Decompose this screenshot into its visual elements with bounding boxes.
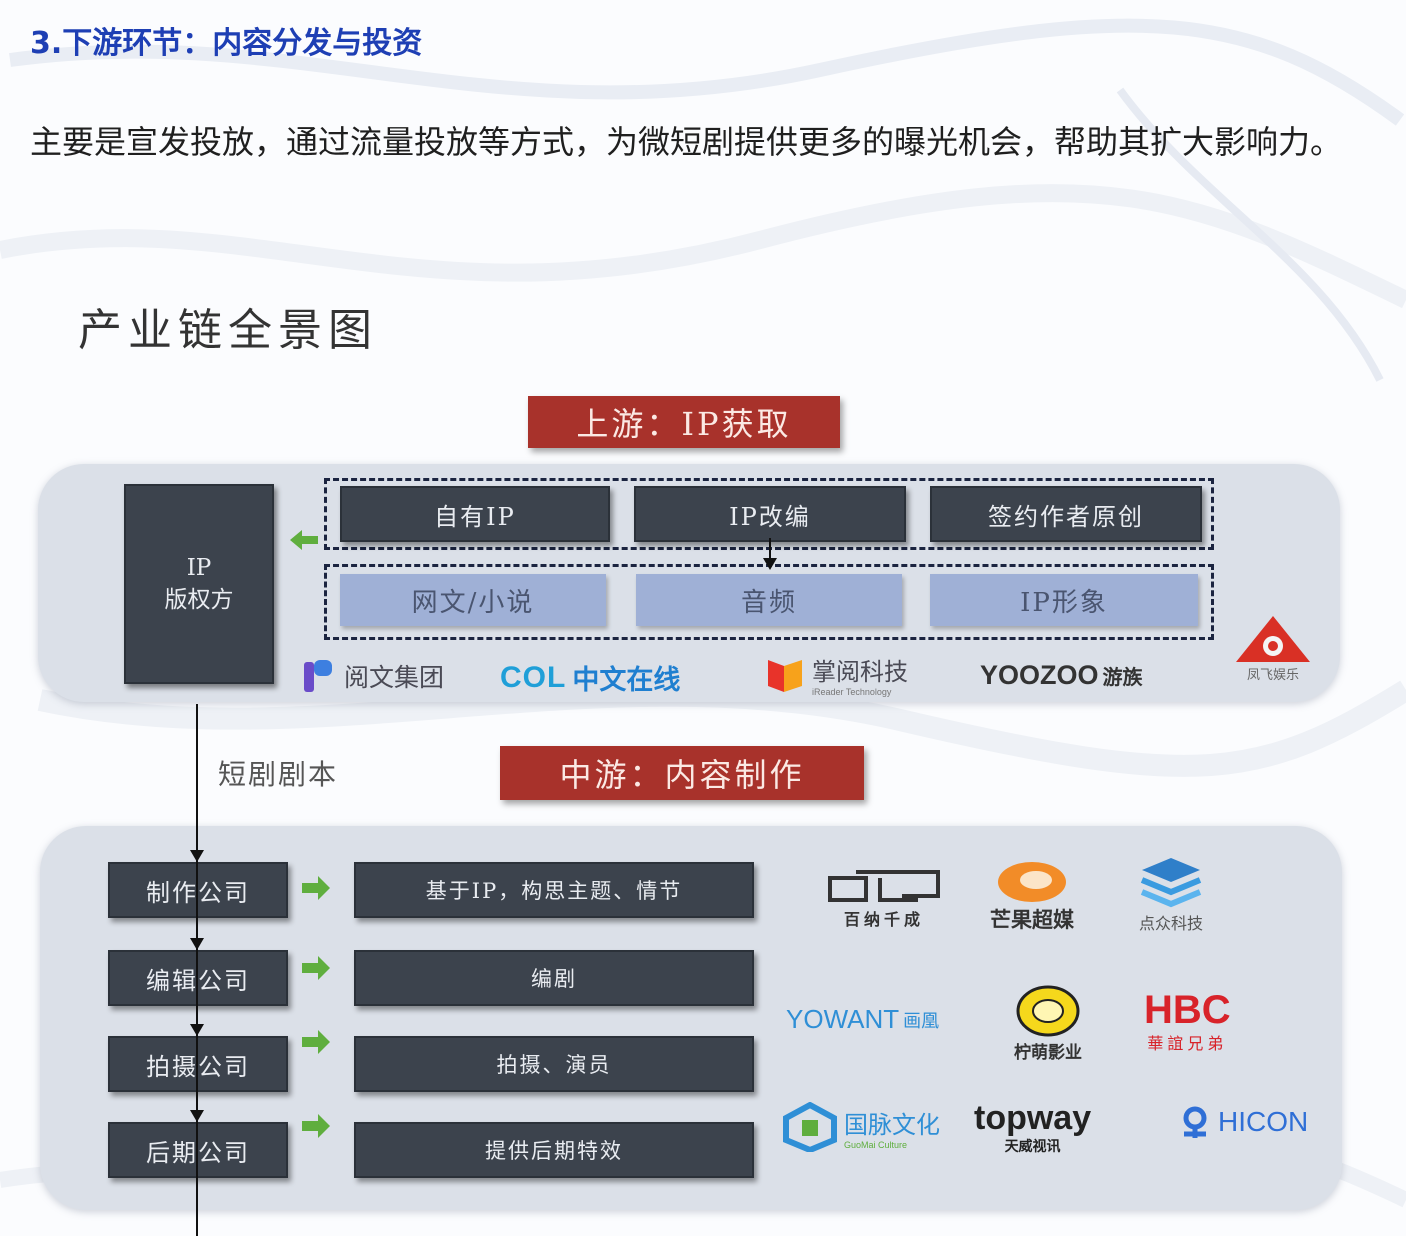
logo-col: COL 中文在线 [500, 658, 680, 697]
topway-label: topway [974, 1099, 1092, 1137]
ningmeng-icon [1016, 985, 1080, 1037]
col-latin-label: COL [500, 660, 567, 694]
section-paragraph: 主要是宣发投放，通过流量投放等方式，为微短剧提供更多的曝光机会，帮助其扩大影响力… [30, 123, 1343, 161]
logo-yowant: YOWANT 画凰 [786, 1004, 939, 1035]
yoozoo-label: YOOZOO [980, 660, 1099, 690]
zhangyue-sub-label: iReader Technology [812, 687, 892, 697]
logo-hicon: HICON [1176, 1104, 1308, 1140]
format-web-novel: 网文/小说 [340, 574, 606, 626]
task-concept: 基于IP，构思主题、情节 [354, 862, 754, 918]
section-heading: 3.下游环节：内容分发与投资 [30, 26, 423, 61]
baina-icon [828, 870, 940, 902]
fanfei-icon [1236, 616, 1310, 662]
logo-guomai: 国脉文化 GuoMai Culture [782, 1102, 940, 1152]
dianzhong-label: 点众科技 [1138, 916, 1203, 933]
upstream-tag: 上游：IP获取 [528, 396, 840, 448]
hicon-label: HICON [1218, 1106, 1309, 1137]
industry-chain-diagram: 产业链全景图 上游：IP获取 IP 版权方 自有IP IP改编 签约作者原创 网… [0, 280, 1406, 1236]
logo-fanfei: 凤飞娱乐 [1230, 614, 1316, 683]
edge-label-script: 短剧剧本 [218, 758, 339, 791]
hbc-cn-label: 華誼兄弟 [1147, 1036, 1228, 1053]
task-vfx: 提供后期特效 [354, 1122, 754, 1178]
source-ip-adaptation: IP改编 [634, 486, 906, 542]
zhangyue-icon [768, 659, 802, 692]
hicon-icon [1183, 1106, 1207, 1138]
fanfei-label: 凤飞娱乐 [1246, 667, 1299, 682]
zhangyue-label: 掌阅科技 [812, 659, 908, 686]
format-ip-image: IP形象 [930, 574, 1198, 626]
diagram-title: 产业链全景图 [78, 305, 378, 356]
company-production: 制作公司 [108, 862, 288, 918]
guomai-sub-label: GuoMai Culture [844, 1139, 908, 1150]
guomai-label: 国脉文化 [844, 1111, 940, 1139]
logo-ningmeng: 柠萌影业 [1014, 984, 1082, 1063]
ip-owner-box: IP 版权方 [124, 484, 274, 684]
logo-dianzhong: 点众科技 [1138, 854, 1204, 934]
baina-label: 百纳千成 [843, 912, 924, 929]
hbc-label: HBC [1144, 988, 1231, 1032]
yowant-cn-label: 画凰 [903, 1010, 940, 1031]
mango-icon [998, 862, 1066, 902]
company-editing: 编辑公司 [108, 950, 288, 1006]
source-signed-author: 签约作者原创 [930, 486, 1202, 542]
yuewen-label: 阅文集团 [344, 664, 445, 692]
col-cn-label: 中文在线 [572, 665, 681, 695]
yowant-label: YOWANT [786, 1004, 900, 1034]
logo-baina: 百纳千成 [826, 866, 942, 930]
logo-zhangyue: 掌阅科技 iReader Technology [764, 652, 908, 697]
yuewen-icon [304, 660, 332, 692]
company-post: 后期公司 [108, 1122, 288, 1178]
ip-owner-line2: 版权方 [164, 587, 234, 613]
midstream-tag: 中游：内容制作 [500, 746, 864, 800]
mango-label: 芒果超媒 [990, 909, 1074, 932]
dianzhong-icon [1140, 858, 1202, 908]
task-script: 编剧 [354, 950, 754, 1006]
company-shooting: 拍摄公司 [108, 1036, 288, 1092]
logo-hbc: HBC 華誼兄弟 [1144, 990, 1231, 1054]
yoozoo-cn-label: 游族 [1102, 667, 1143, 689]
logo-topway: topway 天威视讯 [974, 1100, 1091, 1156]
format-audio: 音频 [636, 574, 902, 626]
topway-cn-label: 天威视讯 [1004, 1138, 1061, 1154]
task-shooting: 拍摄、演员 [354, 1036, 754, 1092]
guomai-icon [783, 1102, 837, 1152]
logo-yoozoo: YOOZOO 游族 [980, 660, 1143, 691]
ip-owner-line1: IP [186, 555, 212, 581]
logo-yuewen: 阅文集团 [302, 658, 444, 694]
source-own-ip: 自有IP [340, 486, 610, 542]
ningmeng-label: 柠萌影业 [1014, 1043, 1082, 1062]
logo-mango: 芒果超媒 [990, 858, 1074, 934]
